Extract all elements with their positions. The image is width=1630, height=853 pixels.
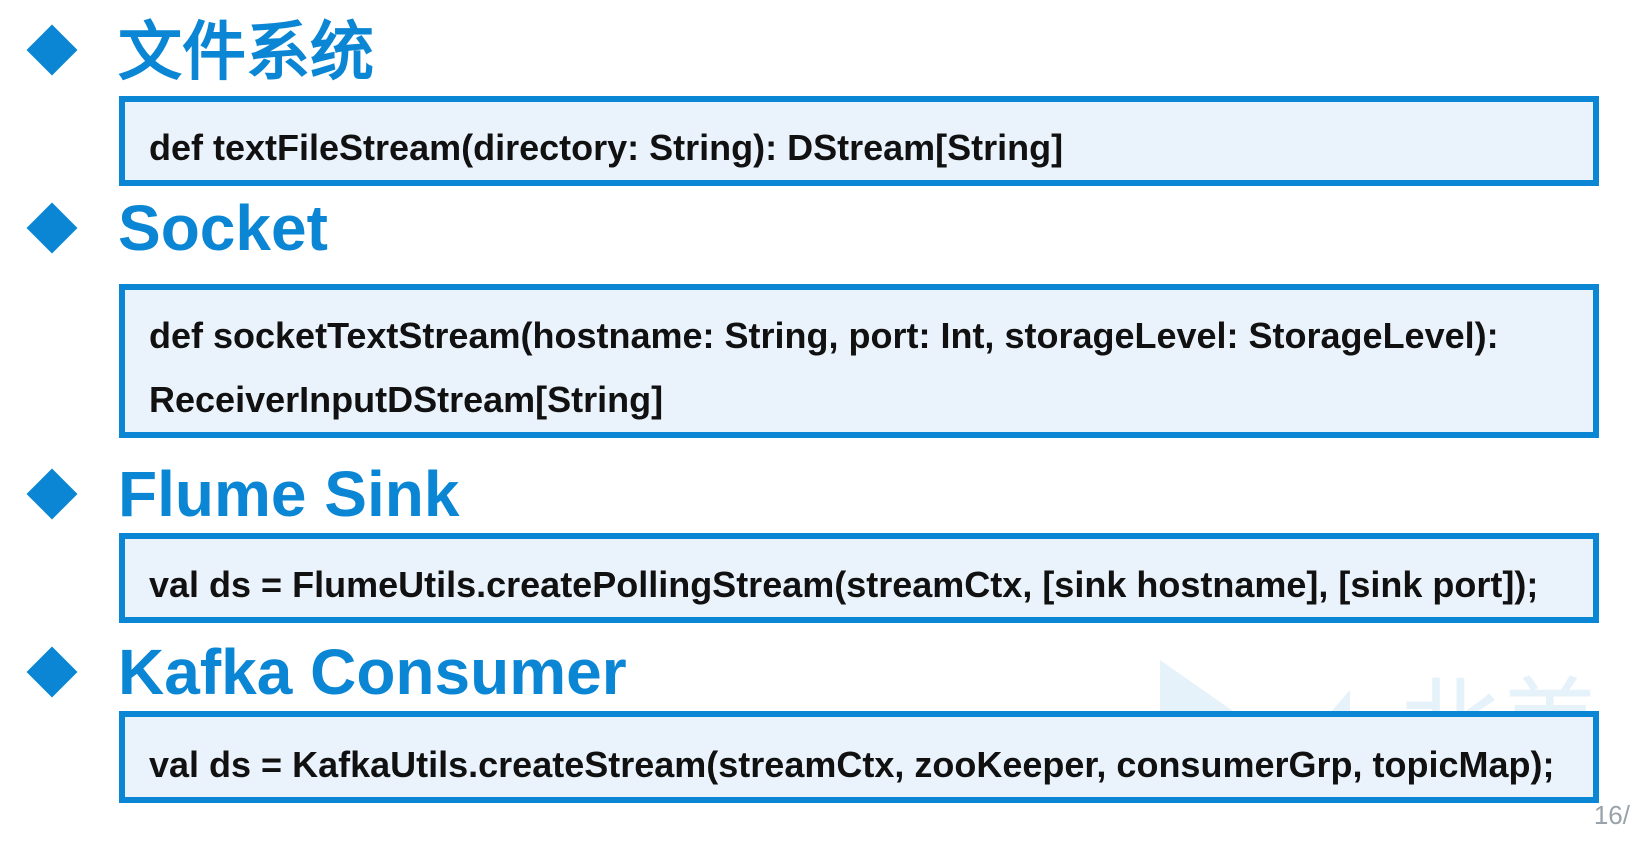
code-box-kafka-consumer: val ds = KafkaUtils.createStream(streamC… [119,711,1599,803]
page-number: 16/ [1593,800,1630,830]
code-line: ReceiverInputDStream[String] [149,379,664,420]
diamond-bullet-icon [26,202,78,254]
code-line: def socketTextStream(hostname: String, p… [149,315,1499,356]
code-line: def textFileStream(directory: String): D… [149,127,1064,168]
section-heading-kafka-consumer: Kafka Consumer [118,636,627,708]
section-heading-filesystem: 文件系统 [118,16,374,88]
code-line: val ds = FlumeUtils.createPollingStream(… [149,564,1539,605]
diamond-bullet-icon [26,24,78,76]
code-box-flume-sink: val ds = FlumeUtils.createPollingStream(… [119,533,1599,623]
code-box-filesystem: def textFileStream(directory: String): D… [119,96,1599,186]
code-line: val ds = KafkaUtils.createStream(streamC… [149,744,1555,785]
code-box-socket: def socketTextStream(hostname: String, p… [119,284,1599,438]
diamond-bullet-icon [26,468,78,520]
section-heading-flume-sink: Flume Sink [118,458,460,530]
diamond-bullet-icon [26,646,78,698]
section-heading-socket: Socket [118,192,328,264]
